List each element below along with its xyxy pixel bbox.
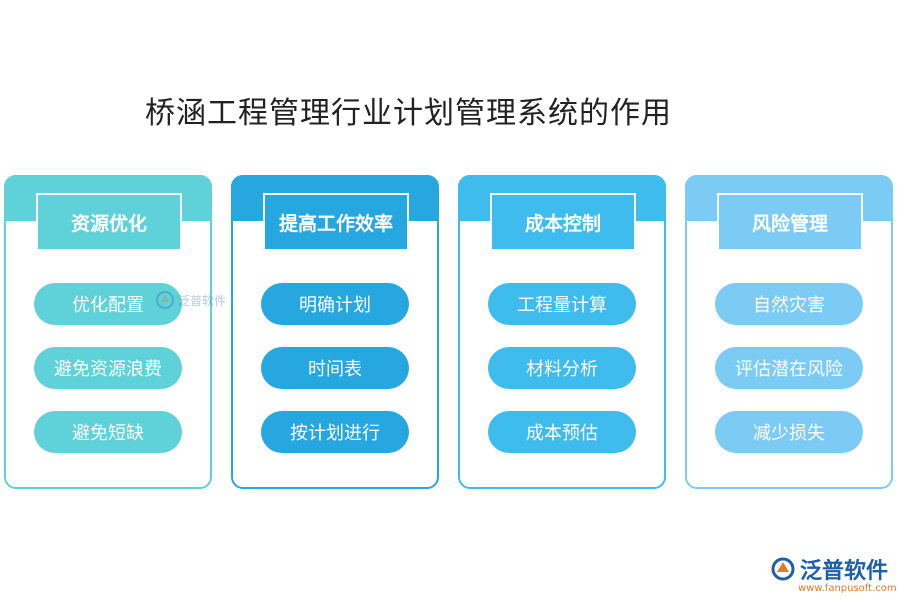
column-cost-control: 成本控制 工程量计算 材料分析 成本预估 xyxy=(458,175,666,489)
item-pill: 时间表 xyxy=(261,347,409,389)
item-pill: 工程量计算 xyxy=(488,283,636,325)
item-pill: 成本预估 xyxy=(488,411,636,453)
column-heading: 资源优化 xyxy=(36,193,182,251)
item-pill: 减少损失 xyxy=(715,411,863,453)
column-efficiency: 提高工作效率 明确计划 时间表 按计划进行 xyxy=(231,175,439,489)
column-heading: 提高工作效率 xyxy=(263,193,409,251)
watermark-text: 泛普软件 xyxy=(178,293,227,308)
brand-logo: 泛普软件 www.fanpusoft.com xyxy=(770,553,897,594)
logo-url: www.fanpusoft.com xyxy=(798,583,897,594)
item-pill: 评估潜在风险 xyxy=(715,347,863,389)
item-pill: 按计划进行 xyxy=(261,411,409,453)
page-title: 桥涵工程管理行业计划管理系统的作用 xyxy=(145,96,672,131)
item-pill: 避免资源浪费 xyxy=(34,347,182,389)
fanpu-logo-icon xyxy=(771,557,795,581)
watermark-logo-icon xyxy=(156,291,174,309)
item-pill: 材料分析 xyxy=(488,347,636,389)
item-pill: 优化配置 xyxy=(34,283,182,325)
column-resource-optimization: 资源优化 优化配置 避免资源浪费 避免短缺 xyxy=(4,175,212,489)
logo-name: 泛普软件 xyxy=(800,559,889,584)
item-pill: 避免短缺 xyxy=(34,411,182,453)
column-heading: 成本控制 xyxy=(490,193,636,251)
item-pill: 自然灾害 xyxy=(715,283,863,325)
column-heading: 风险管理 xyxy=(717,193,863,251)
column-risk-management: 风险管理 自然灾害 评估潜在风险 减少损失 xyxy=(685,175,893,489)
watermark: 泛普软件 xyxy=(155,290,226,310)
item-pill: 明确计划 xyxy=(261,283,409,325)
